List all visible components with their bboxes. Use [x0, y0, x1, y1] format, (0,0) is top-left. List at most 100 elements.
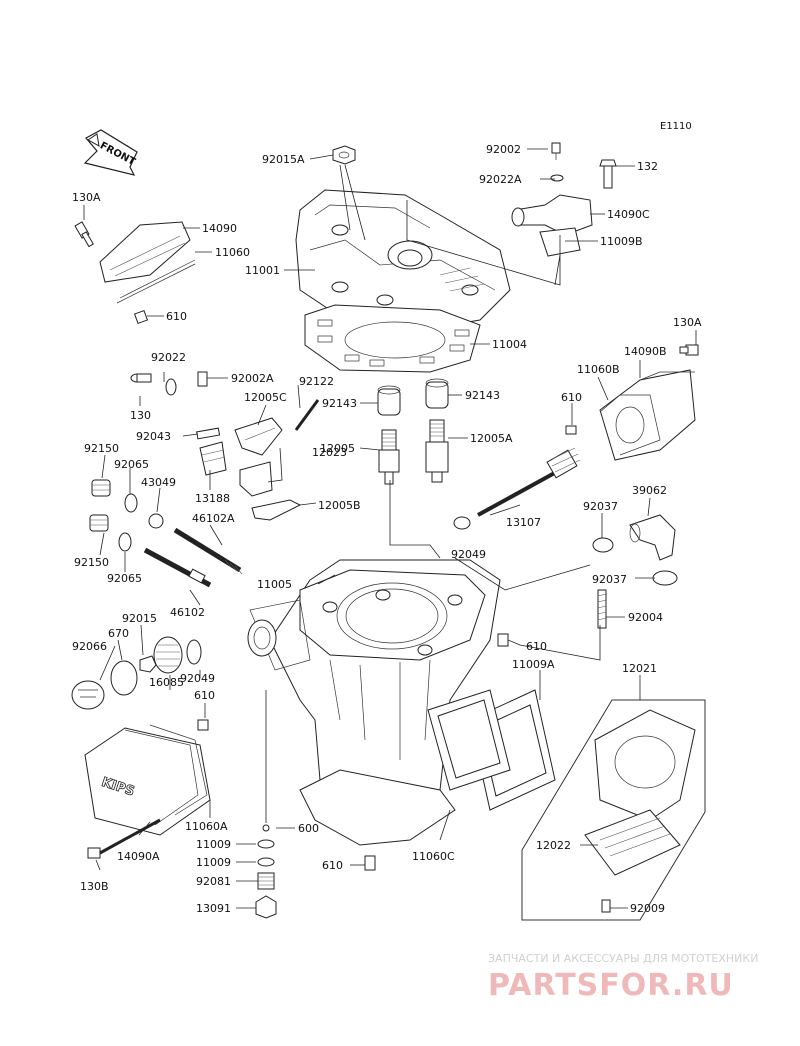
label-11005: 11005 [257, 578, 292, 591]
bracket-12023 [239, 461, 273, 497]
label-11060C: 11060C [412, 850, 455, 863]
plug-13091 [255, 895, 277, 919]
label-92009: 92009 [630, 902, 665, 915]
washer-11009-b [257, 857, 275, 867]
label-12021: 12021 [622, 662, 657, 675]
cap-92066 [71, 680, 105, 710]
label-610-a: 610 [166, 310, 187, 323]
leader-lines [83, 148, 697, 909]
label-610-c: 610 [526, 640, 547, 653]
label-92143-a: 92143 [322, 397, 357, 410]
label-92022: 92022 [151, 351, 186, 364]
label-14090: 14090 [202, 222, 237, 235]
bolt-130 [130, 373, 152, 383]
label-13188: 13188 [195, 492, 230, 505]
label-11009A: 11009A [512, 658, 555, 671]
label-92043: 92043 [136, 430, 171, 443]
bolt-92002A [197, 371, 208, 387]
nut-92015 [139, 655, 157, 673]
lever-12005C [234, 417, 283, 456]
rod-46102A [173, 527, 243, 575]
label-92066: 92066 [72, 640, 107, 653]
label-92004: 92004 [628, 611, 663, 624]
label-130A-right: 130A [673, 316, 702, 329]
hose-39062 [629, 514, 676, 561]
lever-12005B [251, 499, 302, 521]
label-610-d: 610 [194, 689, 215, 702]
front-arrow-icon: FRONT [83, 129, 138, 176]
pin-92122 [294, 399, 320, 431]
label-92015: 92015 [122, 612, 157, 625]
label-92049-b: 92049 [180, 672, 215, 685]
label-12005B: 12005B [318, 499, 361, 512]
label-43049: 43049 [141, 476, 176, 489]
washer-11009-a [257, 839, 275, 849]
label-92081: 92081 [196, 875, 231, 888]
label-92022A: 92022A [479, 173, 522, 186]
washer-92022 [165, 378, 177, 396]
label-92150-b: 92150 [74, 556, 109, 569]
label-12022: 12022 [536, 839, 571, 852]
dowel-610-bottom [364, 855, 376, 871]
label-92143-b: 92143 [465, 389, 500, 402]
label-92037-b: 92037 [592, 573, 627, 586]
plug-92150-b [89, 514, 109, 532]
bushing-92143-a [377, 385, 401, 416]
washer-92065-b [118, 532, 132, 552]
o-ring-600 [262, 824, 270, 832]
label-39062: 39062 [632, 484, 667, 497]
bolt-130B [87, 818, 161, 859]
dowel-610-top [133, 309, 149, 325]
label-13107: 13107 [506, 516, 541, 529]
label-11001: 11001 [245, 264, 280, 277]
label-92002: 92002 [486, 143, 521, 156]
label-12005: 12005 [320, 442, 355, 455]
label-11004: 11004 [492, 338, 527, 351]
label-92150-a: 92150 [84, 442, 119, 455]
label-670: 670 [108, 627, 129, 640]
gear-16085 [153, 636, 183, 674]
label-132: 132 [637, 160, 658, 173]
head-gasket-11004 [304, 304, 481, 373]
label-92049-a: 92049 [451, 548, 486, 561]
label-16085: 16085 [149, 676, 184, 689]
label-11060A: 11060A [185, 820, 228, 833]
label-11060B: 11060B [577, 363, 620, 376]
plug-92150-a [91, 479, 111, 497]
bolt-130A-top [74, 221, 94, 248]
seal-92049-b [186, 639, 202, 665]
label-92015A: 92015A [262, 153, 305, 166]
label-92122: 92122 [299, 375, 334, 388]
pin-92043 [196, 427, 221, 440]
rod-13188 [199, 441, 227, 476]
cover-14090 [99, 221, 196, 304]
label-14090B: 14090B [624, 345, 667, 358]
label-11009-b: 11009 [196, 856, 231, 869]
spring-92081 [257, 872, 275, 890]
label-130: 130 [130, 409, 151, 422]
label-11009B: 11009B [600, 235, 643, 248]
gasket-11060A [149, 724, 208, 816]
dowel-610-mid [497, 633, 509, 647]
label-92037-a: 92037 [583, 500, 618, 513]
cover-14090A: KIPS [84, 727, 211, 836]
clamp-92037-a [592, 537, 614, 553]
dowel-610-left [197, 719, 209, 731]
stud-92004 [597, 589, 607, 629]
label-11060: 11060 [215, 246, 250, 259]
label-12005A: 12005A [470, 432, 513, 445]
seal-13107 [453, 516, 471, 530]
label-13091: 13091 [196, 902, 231, 915]
label-130B: 130B [80, 880, 109, 893]
label-12005C: 12005C [244, 391, 287, 404]
power-valve-cover-14090B [599, 369, 696, 461]
label-46102A: 46102A [192, 512, 235, 525]
base-gasket-11060C [299, 769, 456, 846]
label-130A-top: 130A [72, 191, 101, 204]
label-14090C: 14090C [607, 208, 650, 221]
rod-46102 [143, 547, 212, 588]
reed-gasket-11060-mid [427, 689, 511, 791]
label-92065-b: 92065 [107, 572, 142, 585]
gear-12005A [425, 419, 449, 483]
